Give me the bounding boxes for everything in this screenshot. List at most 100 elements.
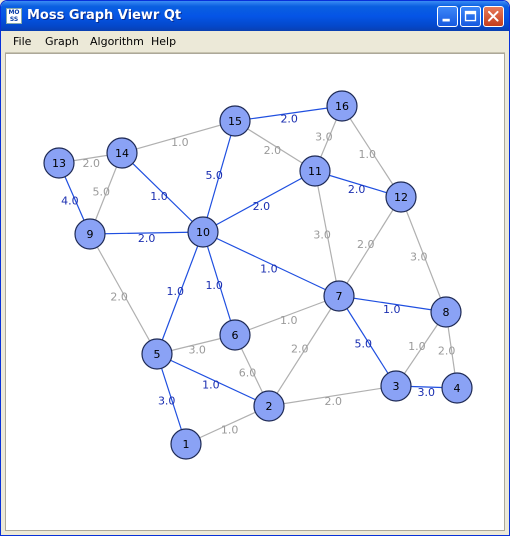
menu-algorithm[interactable]: Algorithm	[90, 35, 144, 48]
edge-weight-label: 3.0	[418, 386, 436, 399]
graph-node-14[interactable]: 14	[106, 137, 138, 169]
edge-weight-label: 2.0	[138, 232, 156, 245]
edge-9-5	[89, 233, 158, 355]
edge-weight-label: 3.0	[315, 131, 333, 144]
graph-node-2[interactable]: 2	[253, 390, 285, 422]
edge-weight-label: 6.0	[239, 367, 257, 380]
node-label: 11	[308, 165, 322, 178]
menu-help[interactable]: Help	[151, 35, 177, 48]
maximize-icon	[464, 10, 477, 22]
graph-node-15[interactable]: 15	[219, 105, 251, 137]
edge-weight-label: 2.0	[280, 113, 298, 126]
edge-weight-label: 1.0	[280, 314, 298, 327]
node-circle[interactable]	[299, 155, 331, 187]
graph-node-13[interactable]: 13	[43, 147, 75, 179]
graph-node-7[interactable]: 7	[323, 280, 355, 312]
minimize-icon	[442, 18, 450, 22]
edge-weight-label: 2.0	[110, 290, 128, 303]
edge-15-10	[202, 120, 236, 233]
menu-bar: File Graph Algorithm Help	[5, 32, 505, 53]
edge-7-3	[338, 295, 397, 387]
edge-weight-label: 2.0	[348, 183, 366, 196]
edge-10-11	[202, 170, 316, 233]
close-button[interactable]	[483, 6, 504, 27]
edge-9-10	[89, 231, 204, 235]
node-circle[interactable]	[253, 390, 285, 422]
title-bar[interactable]: MO SS Moss Graph Viewr Qt	[1, 1, 509, 31]
node-label: 1	[183, 438, 190, 451]
node-label: 14	[115, 147, 129, 160]
node-circle[interactable]	[385, 181, 417, 213]
app-logo-icon: MO SS	[6, 8, 22, 24]
edge-7-8	[338, 295, 447, 313]
edge-weight-label: 3.0	[313, 228, 331, 241]
edge-weight-label: 1.0	[359, 148, 377, 161]
node-circle[interactable]	[74, 218, 106, 250]
node-label: 7	[336, 290, 343, 303]
graph-node-11[interactable]: 11	[299, 155, 331, 187]
node-label: 6	[232, 329, 239, 342]
node-circle[interactable]	[170, 428, 202, 460]
node-label: 3	[393, 380, 400, 393]
node-label: 16	[335, 100, 349, 113]
node-circle[interactable]	[219, 105, 251, 137]
edge-weight-label: 1.0	[150, 190, 168, 203]
edge-weight-label: 1.0	[221, 424, 239, 437]
edge-weight-label: 3.0	[158, 395, 176, 408]
graph-node-6[interactable]: 6	[219, 319, 251, 351]
node-circle[interactable]	[380, 370, 412, 402]
graph-node-3[interactable]: 3	[380, 370, 412, 402]
edge-10-5	[156, 231, 204, 355]
edge-15-16	[234, 105, 343, 122]
edge-weight-label: 1.0	[408, 340, 426, 353]
graph-node-16[interactable]: 16	[326, 90, 358, 122]
node-circle[interactable]	[43, 147, 75, 179]
node-circle[interactable]	[106, 137, 138, 169]
graph-node-9[interactable]: 9	[74, 218, 106, 250]
node-label: 4	[454, 382, 461, 395]
edge-weight-label: 5.0	[355, 338, 373, 351]
edge-weight-label: 2.0	[291, 342, 309, 355]
edge-14-15	[121, 120, 236, 154]
edge-weight-label: 5.0	[93, 186, 111, 199]
node-circle[interactable]	[326, 90, 358, 122]
node-label: 12	[394, 191, 408, 204]
edge-2-3	[268, 385, 397, 407]
edge-weight-label: 3.0	[188, 343, 206, 356]
node-circle[interactable]	[141, 338, 173, 370]
node-circle[interactable]	[187, 216, 219, 248]
node-label: 2	[266, 400, 273, 413]
edge-5-1	[156, 353, 187, 445]
edge-weight-label: 1.0	[167, 285, 185, 298]
graph-node-4[interactable]: 4	[441, 372, 473, 404]
graph-node-5[interactable]: 5	[141, 338, 173, 370]
edge-7-2	[268, 295, 340, 407]
node-circle[interactable]	[323, 280, 355, 312]
node-circle[interactable]	[430, 296, 462, 328]
edge-weight-label: 2.0	[438, 345, 456, 358]
node-circle[interactable]	[219, 319, 251, 351]
edge-weight-label: 2.0	[325, 395, 343, 408]
graph-node-10[interactable]: 10	[187, 216, 219, 248]
node-label: 15	[228, 115, 242, 128]
close-icon	[487, 10, 499, 22]
edge-weight-label: 1.0	[383, 303, 401, 316]
menu-graph[interactable]: Graph	[45, 35, 79, 48]
node-circle[interactable]	[441, 372, 473, 404]
edge-6-7	[234, 295, 340, 336]
menu-file[interactable]: File	[13, 35, 32, 48]
maximize-button[interactable]	[460, 6, 481, 27]
minimize-button[interactable]	[437, 6, 458, 27]
graph-node-12[interactable]: 12	[385, 181, 417, 213]
edge-14-10	[121, 152, 204, 233]
edge-12-8	[400, 196, 447, 313]
node-label: 10	[196, 226, 210, 239]
graph-node-1[interactable]: 1	[170, 428, 202, 460]
edge-10-6	[202, 231, 236, 336]
edge-weight-label: 3.0	[410, 250, 428, 263]
graph-node-8[interactable]: 8	[430, 296, 462, 328]
edge-weight-label: 2.0	[83, 157, 101, 170]
